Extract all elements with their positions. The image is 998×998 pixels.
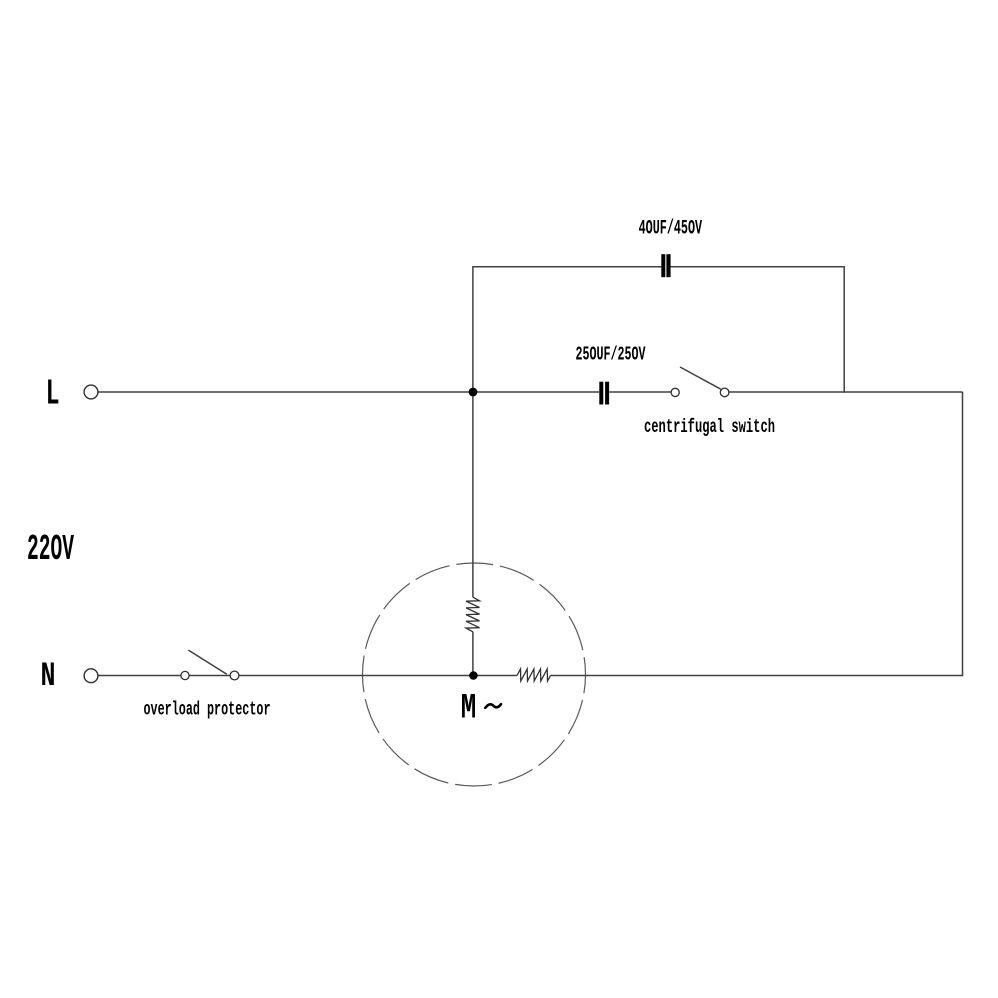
svg-text:22OV: 22OV	[27, 529, 74, 570]
svg-text:25OUF/25OV: 25OUF/25OV	[576, 344, 646, 366]
svg-text:centrifugal switch: centrifugal switch	[644, 416, 775, 438]
svg-text:N: N	[41, 658, 56, 696]
svg-text:4OUF/45OV: 4OUF/45OV	[639, 217, 703, 240]
svg-text:M: M	[461, 687, 477, 728]
svg-text:overload protector: overload protector	[144, 698, 271, 720]
svg-text:L: L	[46, 373, 60, 414]
